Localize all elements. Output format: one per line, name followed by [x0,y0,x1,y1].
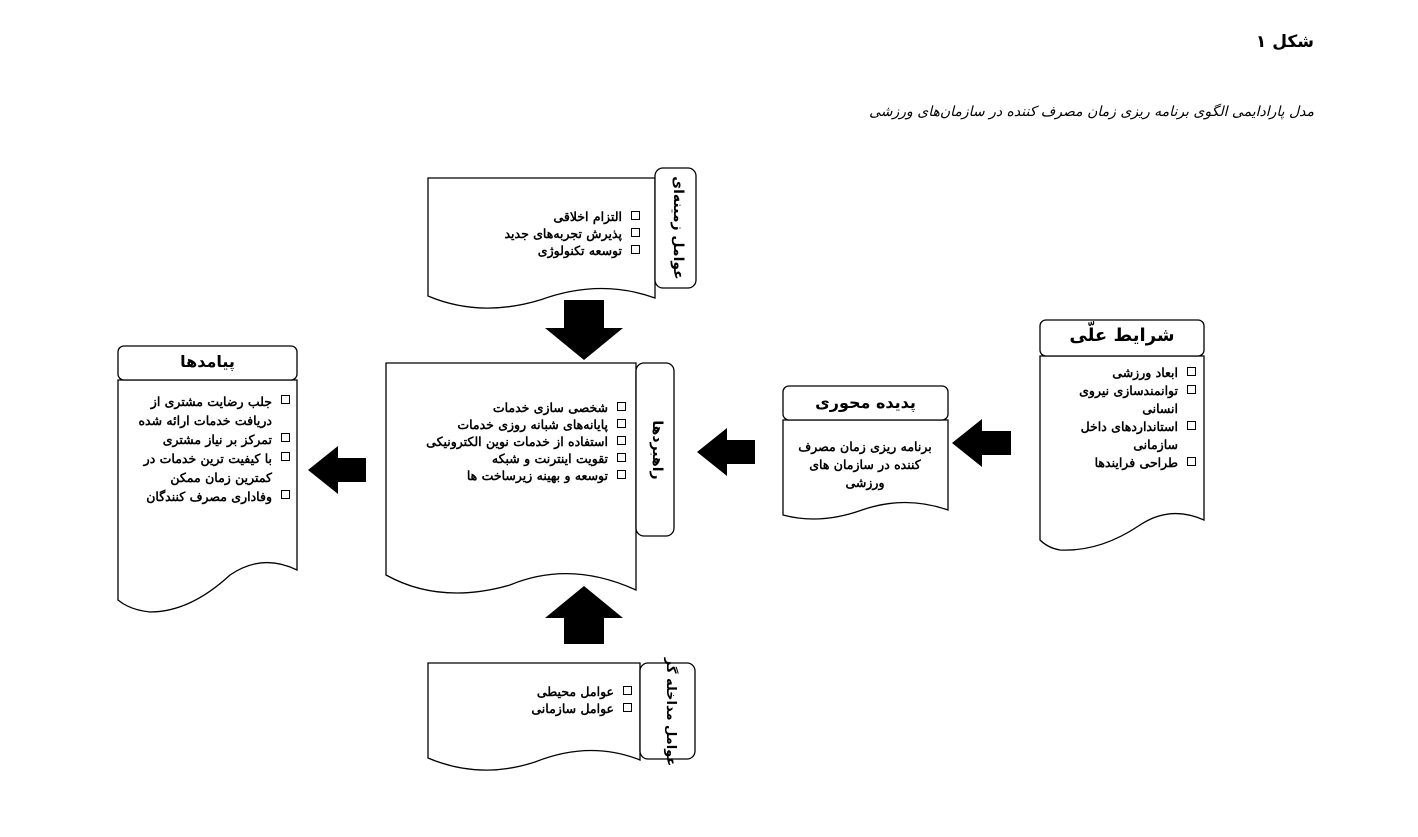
list-item: تقویت اینترنت و شبکه [396,450,626,467]
core-title: پدیده محوری [815,393,916,412]
core-text: برنامه ریزی زمان مصرف کننده در سازمان ها… [798,439,932,490]
checkbox-icon [617,436,626,445]
checkbox-icon [623,703,632,712]
causal-list: ابعاد ورزشی توانمندسازی نیروی انسانی است… [1050,364,1196,472]
intervening-list: عوامل محیطی عوامل سازمانی [440,683,632,717]
arrow-left-outcomes-icon [308,446,366,494]
checkbox-icon [1187,421,1196,430]
figure-caption: مدل پارادایمی الگوی برنامه ریزی زمان مصر… [869,104,1314,120]
checkbox-icon [631,245,640,254]
checkbox-icon [1187,367,1196,376]
list-item: عوامل سازمانی [440,700,632,717]
list-item: طراحی فرایندها [1050,454,1196,472]
causal-title: شرایط علّی [1069,325,1175,346]
core-title-box [782,385,949,421]
list-item: توانمندسازی نیروی انسانی [1050,382,1196,418]
checkbox-icon [281,395,290,404]
list-item: عوامل محیطی [440,683,632,700]
list-item: استفاده از خدمات نوین الکترونیکی [396,433,626,450]
checkbox-icon [281,433,290,442]
figure-label: شکل ۱ [1255,32,1314,52]
checkbox-icon [281,452,290,461]
strategies-doc-shape [385,362,637,594]
outcomes-list: جلب رضایت مشتری از دریافت خدمات ارائه شد… [126,392,290,506]
context-title-tab [654,167,697,289]
checkbox-icon [617,470,626,479]
intervening-title: عوامل مداخله گر [663,657,678,767]
arrow-left-core-icon [697,428,755,476]
strategies-title-tab [635,362,675,537]
list-item: استانداردهای داخل سازمانی [1050,418,1196,454]
core-doc-shape [782,419,949,520]
list-item: جلب رضایت مشتری از دریافت خدمات ارائه شد… [126,392,290,430]
list-item: با کیفیت ترین خدمات در کمترین زمان ممکن [126,449,290,487]
context-title: عوامل زمینه‌ای [670,176,686,280]
causal-doc-shape [1039,355,1205,551]
strategies-list: شخصی سازی خدمات پایانه‌های شبانه روزی خد… [396,399,626,484]
list-item: وفاداری مصرف کنندگان [126,487,290,506]
list-item: توسعه و بهینه زیرساخت ها [396,467,626,484]
list-item: التزام اخلاقی [440,208,640,225]
list-item: توسعه تکنولوژی [440,242,640,259]
checkbox-icon [617,402,626,411]
checkbox-icon [617,453,626,462]
outcomes-title-box [117,345,298,381]
list-item: شخصی سازی خدمات [396,399,626,416]
arrow-down-icon [545,300,623,360]
list-item: تمرکز بر نیاز مشتری [126,430,290,449]
checkbox-icon [631,211,640,220]
outcomes-title: پیامدها [180,352,235,371]
causal-title-box [1039,319,1205,357]
checkbox-icon [617,419,626,428]
list-item: پایانه‌های شبانه روزی خدمات [396,416,626,433]
checkbox-icon [1187,385,1196,394]
intervening-doc-shape [427,662,641,771]
intervening-title-tab [639,662,696,760]
checkbox-icon [1187,457,1196,466]
list-item: ابعاد ورزشی [1050,364,1196,382]
context-list: التزام اخلاقی پذیرش تجربه‌های جدید توسعه… [440,208,640,259]
context-doc-shape [427,177,656,309]
checkbox-icon [281,490,290,499]
arrow-up-icon [545,586,623,644]
list-item: پذیرش تجربه‌های جدید [440,225,640,242]
arrow-left-causal-icon [952,419,1011,467]
checkbox-icon [623,686,632,695]
strategies-title: راهبردها [649,420,665,480]
checkbox-icon [631,228,640,237]
outcomes-doc-shape [117,379,298,613]
